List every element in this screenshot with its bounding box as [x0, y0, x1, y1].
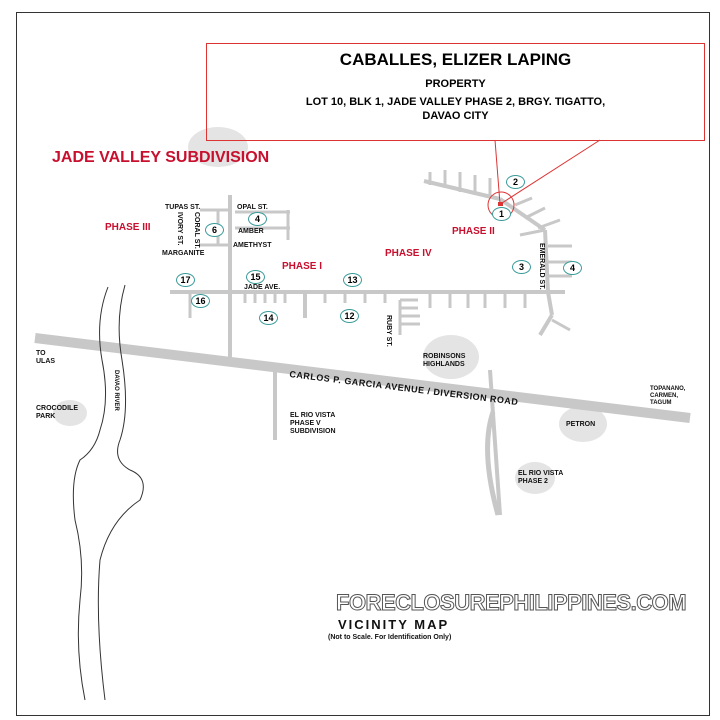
marganite-street-label: MARGANITE [162, 250, 205, 257]
marker-16: 16 [191, 294, 210, 308]
emerald-street-label: EMERALD ST. [538, 243, 545, 290]
vicinity-map-title: VICINITY MAP [338, 617, 450, 632]
ivory-street-label: IVORY ST. [176, 212, 183, 246]
el-rio-vista-phase2-label: EL RIO VISTA PHASE 2 [518, 470, 564, 485]
phase-1-label: PHASE I [282, 261, 323, 272]
landmark-blob [188, 127, 248, 167]
marker-2: 2 [506, 175, 525, 189]
robinsons-highlands-label: ROBINSONS HIGHLANDS [423, 353, 466, 368]
to-ulas-label: TO ULAS [36, 350, 56, 365]
marker-14: 14 [259, 311, 278, 325]
phase-2-label: PHASE II [452, 226, 495, 237]
marker-13: 13 [343, 273, 362, 287]
subdivision-title: JADE VALLEY SUBDIVISION [52, 149, 270, 166]
ruby-street-label: RUBY ST. [385, 315, 392, 347]
el-rio-vista-phase5-label: EL RIO VISTA PHASE V SUBDIVISION [290, 412, 336, 435]
marker-15: 15 [246, 270, 265, 284]
jade-avenue-label: JADE AVE. [244, 284, 281, 291]
owner-name: CABALLES, ELIZER LAPING [339, 50, 572, 69]
landmark-blob [53, 400, 87, 426]
property-marker [498, 202, 503, 206]
marker-6: 6 [205, 223, 224, 237]
property-callout: CABALLES, ELIZER LAPING PROPERTY LOT 10,… [206, 43, 705, 141]
landmark-blob [559, 406, 607, 442]
crocodile-park-label: CROCODILE PARK [36, 405, 78, 420]
watermark: FORECLOSUREPHILIPPINES.COM [335, 590, 687, 615]
marker-17: 17 [176, 273, 195, 287]
phase-3-label: PHASE III [105, 222, 151, 233]
marker-1: 1 [492, 207, 511, 221]
marker-3: 3 [512, 260, 531, 274]
coral-street-label: CORAL ST. [193, 212, 200, 249]
phase-4-label: PHASE IV [385, 248, 432, 259]
marker-4: 4 [248, 212, 267, 226]
marker-12: 12 [340, 309, 359, 323]
map-frame [16, 12, 710, 716]
landmark-blob [515, 462, 555, 494]
amethyst-street-label: AMETHYST [233, 242, 272, 249]
address-line2: DAVAO CITY [422, 110, 489, 122]
tupas-street-label: TUPAS ST. [165, 204, 201, 211]
address-line1: LOT 10, BLK 1, JADE VALLEY PHASE 2, BRGY… [305, 96, 606, 108]
marker-4: 4 [563, 261, 582, 275]
destination-label: TOPANANO, CARMEN, TAGUM [650, 386, 686, 406]
scale-note: (Not to Scale. For Identification Only) [328, 634, 452, 641]
property-label: PROPERTY [425, 78, 486, 90]
amber-street-label: AMBER [238, 228, 264, 235]
highway-road [34, 333, 691, 423]
river-label: DAVAO RIVER [113, 370, 119, 411]
landmark-blob [423, 335, 479, 379]
petron-label: PETRON [566, 421, 596, 428]
opal-street-label: OPAL ST. [237, 204, 268, 211]
